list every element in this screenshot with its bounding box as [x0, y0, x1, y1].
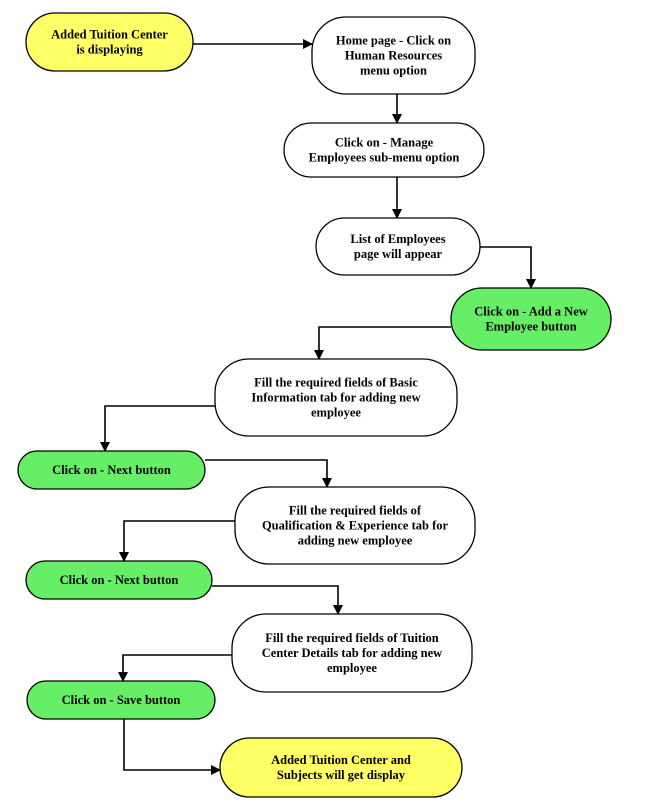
node-label-line: Information tab for adding new [251, 391, 420, 405]
arrow-qualification-experience-to-next-button-2 [119, 520, 235, 562]
node-shape [26, 680, 216, 720]
node-label-line: Fill the required fields of Basic [254, 376, 418, 390]
node-label-line: Click on - Save button [62, 693, 181, 707]
node-basic-information: Fill the required fields of BasicInforma… [214, 358, 458, 437]
node-label-line: Subjects will get display [277, 768, 406, 782]
node-label-line: Center Details tab for adding new [262, 646, 442, 660]
node-label-line: Employee button [485, 320, 576, 334]
node-label-line: employee [311, 406, 361, 420]
node-next-button-1: Click on - Next button [17, 450, 206, 490]
node-label-line: List of Employees [350, 232, 445, 246]
node-label-line: Fill the required fields of [289, 504, 422, 518]
node-label-line: Click on - Manage [335, 136, 434, 150]
node-label-line: Click on - Next button [52, 463, 171, 477]
node-label-line: Click on - Next button [60, 573, 179, 587]
node-shape [25, 12, 194, 72]
node-label-line: page will appear [354, 247, 443, 261]
node-shape [450, 287, 612, 351]
node-label-line: Click on - Add a New [474, 305, 588, 319]
node-label-line: Human Resources [345, 49, 442, 63]
arrow-basic-information-to-next-button-1 [100, 405, 215, 452]
node-shape [231, 613, 473, 693]
node-shape [219, 737, 463, 798]
arrow-tuition-center-details-to-save-button [118, 654, 232, 682]
node-shape [214, 358, 458, 437]
node-label-line: adding new employee [298, 534, 413, 548]
node-label-line: Employees sub-menu option [309, 151, 460, 165]
node-qualification-experience: Fill the required fields ofQualification… [234, 486, 476, 565]
node-label-line: Qualification & Experience tab for [262, 519, 449, 533]
arrow-save-button-to-subjects-display [123, 719, 221, 775]
node-label-line: Fill the required fields of Tuition [265, 631, 439, 645]
node-shape [283, 122, 485, 178]
node-label-line: menu option [360, 64, 427, 78]
node-shape [311, 16, 476, 95]
node-tuition-center-details: Fill the required fields of TuitionCente… [231, 613, 473, 693]
arrow-next-button-1-to-qualification-experience [205, 459, 332, 488]
node-shape [25, 560, 213, 600]
node-next-button-2: Click on - Next button [25, 560, 213, 600]
node-shape [17, 450, 206, 490]
node-label-line: is displaying [76, 43, 143, 57]
node-label-line: Added Tuition Center and [271, 753, 411, 767]
node-label-line: employee [327, 661, 377, 675]
node-shape [315, 217, 481, 276]
arrow-add-new-employee-to-basic-information [314, 326, 451, 360]
node-save-button: Click on - Save button [26, 680, 216, 720]
arrow-next-button-2-to-tuition-center-details [212, 585, 343, 615]
node-label-line: Home page - Click on [336, 34, 451, 48]
node-shape [234, 486, 476, 565]
node-label-line: Added Tuition Center [51, 28, 168, 42]
arrow-list-of-employees-to-add-new-employee [480, 246, 536, 289]
edges [100, 39, 536, 775]
